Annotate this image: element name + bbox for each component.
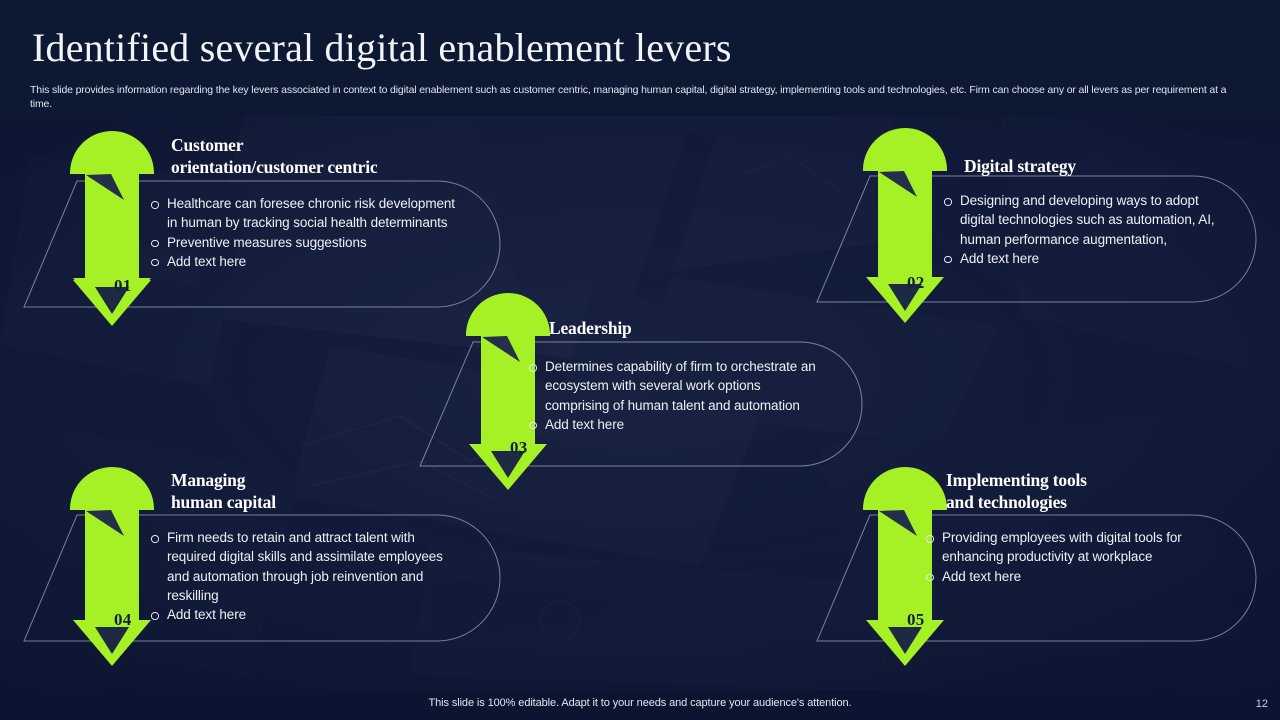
list-item: Add text here [150, 605, 462, 624]
lever-arrow-02 [862, 128, 947, 323]
lever-bullets-02: Designing and developing ways to adopt d… [943, 191, 1233, 268]
list-item: Healthcare can foresee chronic risk deve… [150, 194, 468, 233]
lever-card-04[interactable]: 04 Managing human capital Firm needs to … [22, 464, 501, 686]
lever-arrow-01 [69, 131, 154, 326]
list-item: Add text here [943, 249, 1233, 268]
lever-number-01: 01 [114, 276, 132, 295]
footer-note: This slide is 100% editable. Adapt it to… [428, 697, 852, 709]
lever-number-03: 03 [510, 438, 528, 457]
page-number: 12 [1255, 698, 1268, 710]
lever-arrow-04 [69, 467, 154, 666]
list-item: Providing employees with digital tools f… [925, 528, 1205, 567]
lever-number-05: 05 [907, 610, 925, 629]
list-item: Determines capability of firm to orchest… [528, 357, 820, 415]
lever-arrow-05 [862, 467, 947, 666]
lever-bullets-03: Determines capability of firm to orchest… [528, 357, 820, 434]
lever-bullets-01: Healthcare can foresee chronic risk deve… [150, 194, 468, 271]
lever-card-05[interactable]: 05 Implementing tools and technologies P… [815, 464, 1265, 686]
lever-number-04: 04 [114, 610, 132, 629]
lever-card-02[interactable]: 02 Digital strategy Designing and develo… [815, 128, 1265, 370]
list-item: Designing and developing ways to adopt d… [943, 191, 1233, 249]
lever-card-03[interactable]: 03 Leadership Determines capability of f… [418, 293, 868, 532]
lever-heading-03: Leadership [549, 318, 632, 338]
lever-heading-05: Implementing tools and technologies [946, 470, 1087, 512]
slide-footer: This slide is 100% editable. Adapt it to… [0, 690, 1280, 720]
lever-bullets-04: Firm needs to retain and attract talent … [150, 528, 462, 624]
list-item: Preventive measures suggestions [150, 233, 468, 252]
list-item: Add text here [528, 415, 820, 434]
lever-number-02: 02 [907, 273, 925, 292]
lever-arrow-03 [465, 293, 550, 490]
list-item: Add text here [925, 567, 1205, 586]
lever-heading-04: Managing human capital [171, 470, 276, 512]
page-title: Identified several digital enablement le… [32, 25, 732, 70]
lever-bullets-05: Providing employees with digital tools f… [925, 528, 1205, 586]
list-item: Add text here [150, 252, 468, 271]
lever-heading-01: Customer orientation/customer centric [171, 135, 378, 177]
lever-card-01[interactable]: 01 Customer orientation/customer centric… [22, 128, 501, 348]
list-item: Firm needs to retain and attract talent … [150, 528, 462, 605]
lever-heading-02: Digital strategy [964, 156, 1076, 176]
slide-header: Identified several digital enablement le… [0, 0, 1280, 116]
slide-subtitle: This slide provides information regardin… [30, 84, 1227, 110]
